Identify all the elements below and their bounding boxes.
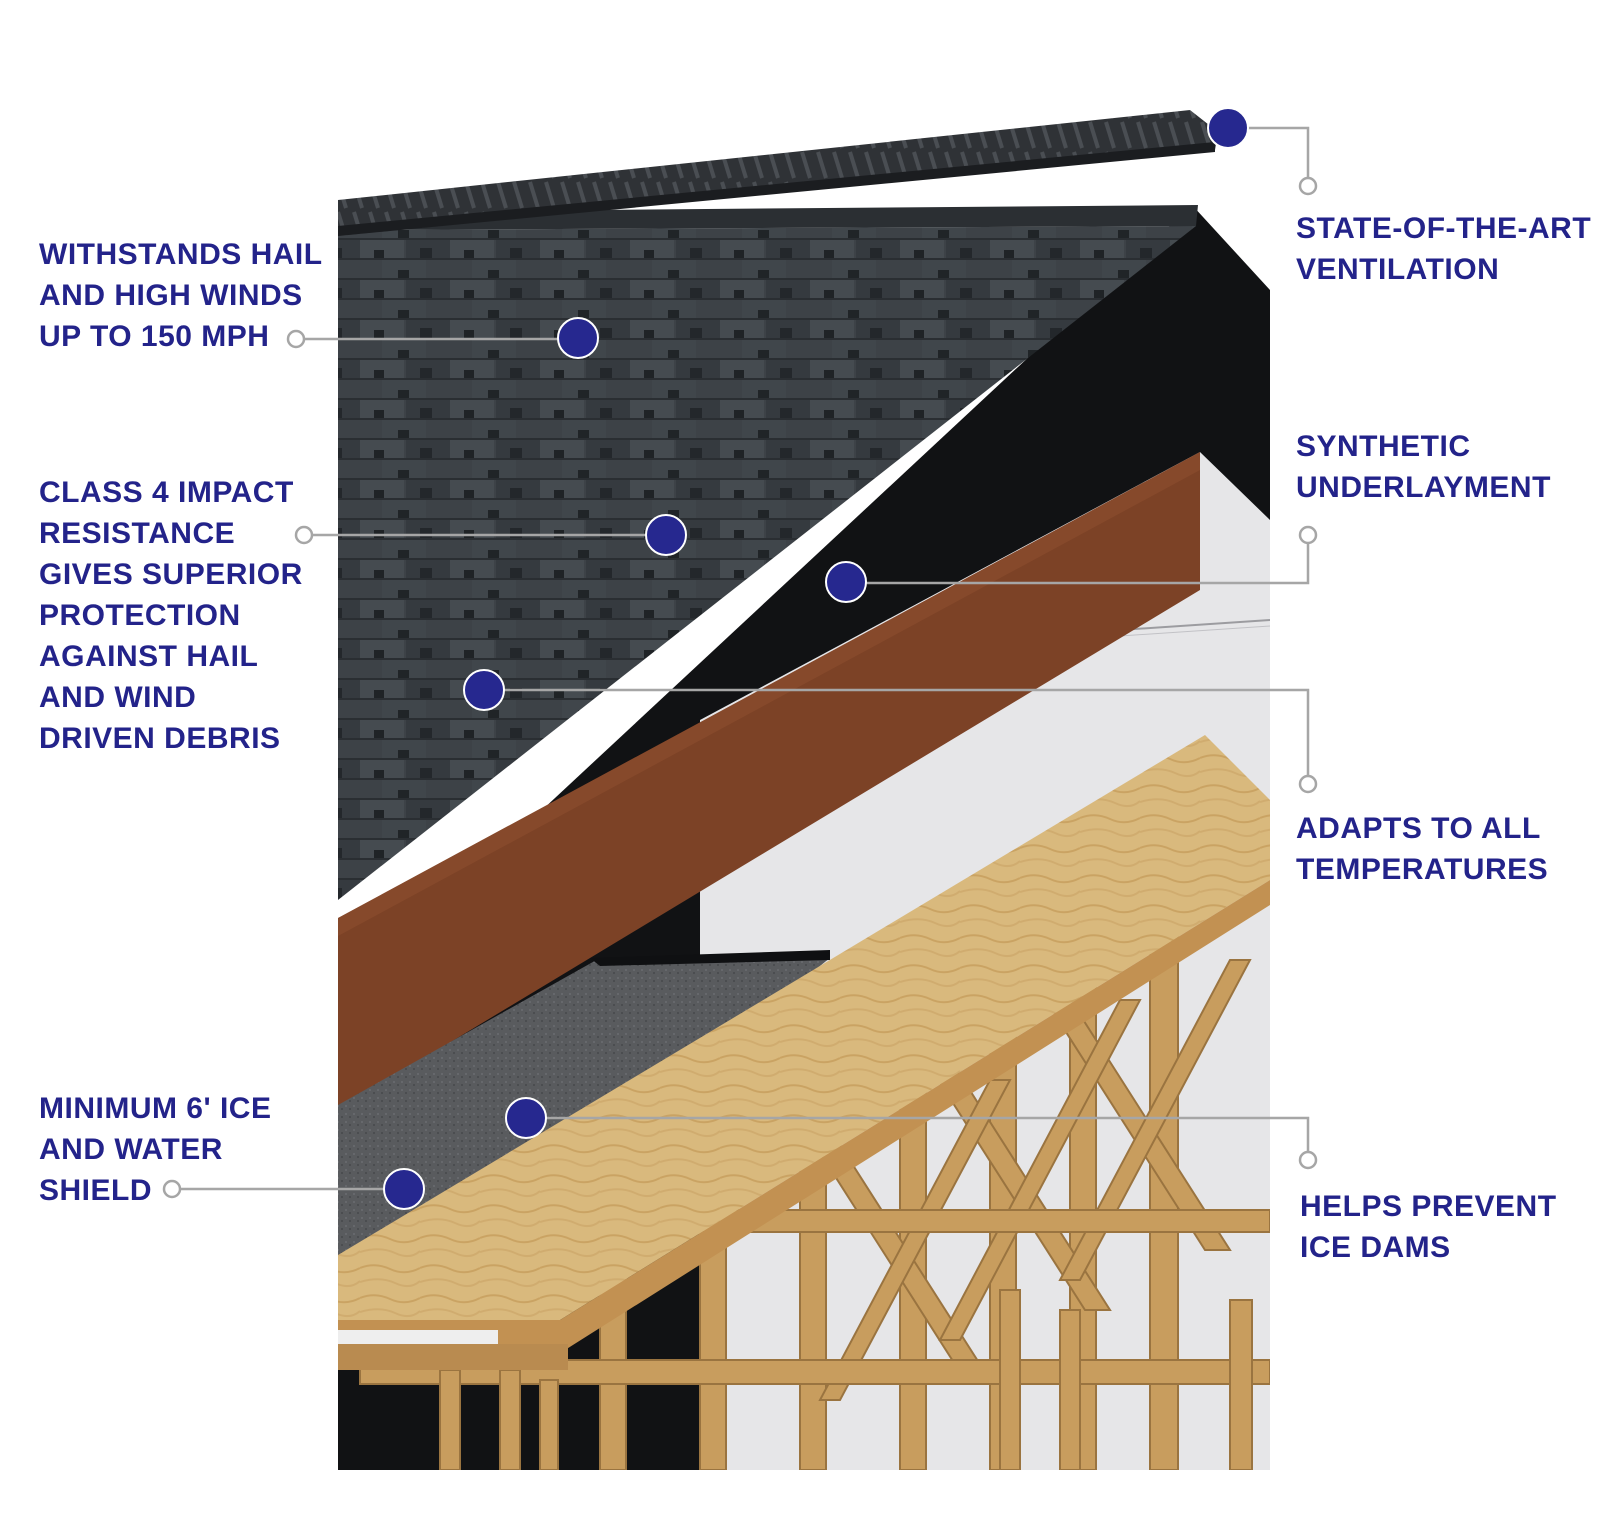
leader-end-rings bbox=[162, 176, 1318, 1199]
callout-markers bbox=[383, 107, 1249, 1210]
label-line: UNDERLAYMENT bbox=[1296, 471, 1551, 504]
label-line: AND HIGH WINDS bbox=[39, 279, 303, 312]
label-line: CLASS 4 IMPACT bbox=[39, 476, 294, 509]
drip-edge bbox=[338, 1330, 498, 1344]
roof-trusses bbox=[359, 819, 1270, 1470]
label-class4: CLASS 4 IMPACT RESISTANCE GIVES SUPERIOR… bbox=[39, 472, 303, 759]
leader-lines bbox=[180, 126, 1310, 1191]
label-hail-winds: WITHSTANDS HAIL AND HIGH WINDS UP TO 150… bbox=[39, 234, 323, 357]
label-ventilation: STATE-OF-THE-ART VENTILATION bbox=[1296, 208, 1591, 290]
label-line: SYNTHETIC bbox=[1296, 430, 1471, 463]
label-line: SHIELD bbox=[39, 1174, 153, 1207]
marker-temperatures bbox=[463, 669, 505, 711]
label-line: GIVES SUPERIOR bbox=[39, 558, 303, 591]
label-line: PROTECTION bbox=[39, 599, 241, 632]
label-line: TEMPERATURES bbox=[1296, 853, 1549, 886]
label-line: AND WIND bbox=[39, 681, 197, 714]
label-underlayment: SYNTHETIC UNDERLAYMENT bbox=[1296, 426, 1551, 508]
label-line: DRIVEN DEBRIS bbox=[39, 722, 281, 755]
label-line: MINIMUM 6' ICE bbox=[39, 1092, 272, 1125]
label-line: HELPS PREVENT bbox=[1300, 1190, 1557, 1223]
label-line: UP TO 150 MPH bbox=[39, 320, 270, 353]
shingle-layer bbox=[338, 226, 1196, 900]
marker-ventilation bbox=[1207, 107, 1249, 149]
label-ice-dams: HELPS PREVENT ICE DAMS bbox=[1300, 1186, 1557, 1268]
marker-ice-water bbox=[383, 1168, 425, 1210]
label-line: VENTILATION bbox=[1296, 253, 1500, 286]
underlayment-layer bbox=[338, 452, 1200, 1110]
label-line: AGAINST HAIL bbox=[39, 640, 259, 673]
label-line: WITHSTANDS HAIL bbox=[39, 238, 323, 271]
label-ice-water: MINIMUM 6' ICE AND WATER SHIELD bbox=[39, 1088, 271, 1211]
label-line: ICE DAMS bbox=[1300, 1231, 1451, 1264]
ice-water-shield-layer bbox=[338, 958, 830, 1255]
marker-ice-dams bbox=[505, 1097, 547, 1139]
marker-hail-winds bbox=[557, 317, 599, 359]
plywood-decking bbox=[338, 735, 1270, 1320]
label-temperatures: ADAPTS TO ALL TEMPERATURES bbox=[1296, 808, 1548, 890]
label-line: RESISTANCE bbox=[39, 517, 236, 550]
label-line: ADAPTS TO ALL bbox=[1296, 812, 1541, 845]
ridge-vent bbox=[338, 110, 1218, 236]
roof-layers bbox=[338, 110, 1270, 1470]
label-line: STATE-OF-THE-ART bbox=[1296, 212, 1592, 245]
marker-underlayment bbox=[825, 561, 867, 603]
marker-class4 bbox=[645, 514, 687, 556]
label-line: AND WATER bbox=[39, 1133, 223, 1166]
